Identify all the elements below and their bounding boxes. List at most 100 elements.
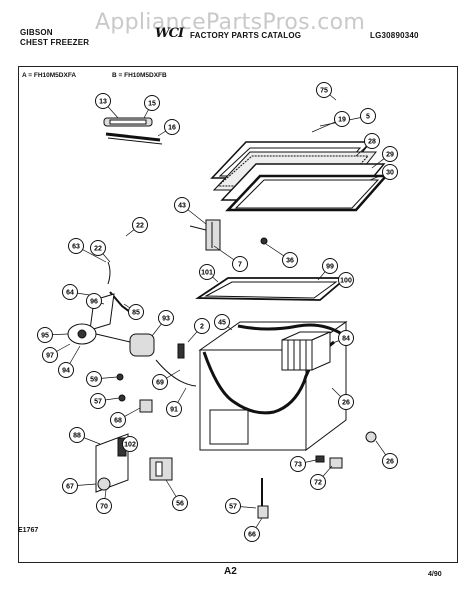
part-number-label: 97 — [46, 353, 54, 360]
callout-circle — [322, 258, 338, 274]
figure-code: E1767 — [18, 527, 39, 534]
part-number-label: 7 — [238, 262, 242, 269]
callout-circle — [282, 252, 298, 268]
part-number-label: 15 — [148, 101, 156, 108]
callout-circle — [86, 371, 102, 387]
part-number-label: 100 — [340, 278, 352, 285]
callout-circle — [58, 362, 74, 378]
part-number-label: 22 — [94, 246, 102, 253]
part-number-label: 75 — [320, 88, 328, 95]
part-number-label: 91 — [170, 407, 178, 414]
callout-circle — [62, 284, 78, 300]
callout-circle — [128, 304, 144, 320]
revision-date: 4/90 — [428, 571, 442, 578]
callout-circle — [166, 401, 182, 417]
part-number-label: 29 — [386, 152, 394, 159]
part-number-label: 96 — [90, 299, 98, 306]
callout-circle — [194, 318, 210, 334]
part-number-label: 68 — [114, 418, 122, 425]
callout-circle — [232, 256, 248, 272]
part-number-label: 102 — [124, 442, 136, 449]
callout-circle — [62, 478, 78, 494]
callout-circle — [199, 264, 215, 280]
callout-circle — [382, 146, 398, 162]
handle-parts — [103, 117, 163, 145]
callout-circle — [338, 330, 354, 346]
brand-name: GIBSON — [20, 28, 53, 37]
model-b-label: B = FH10M5DXFB — [112, 72, 167, 79]
part-number-label: 30 — [386, 170, 394, 177]
callout-circle — [42, 347, 58, 363]
callout-circle — [96, 498, 112, 514]
part-number-label: 13 — [99, 99, 107, 106]
part-number-label: 67 — [66, 484, 74, 491]
part-number-label: 101 — [201, 270, 213, 277]
document-number: LG30890340 — [370, 31, 419, 40]
callout-circle — [144, 95, 160, 111]
callout-circle — [310, 474, 326, 490]
part-number-label: 70 — [100, 504, 108, 511]
wire-basket — [281, 331, 331, 371]
part-number-label: 5 — [366, 114, 370, 121]
callout-circle — [214, 314, 230, 330]
part-number-label: 43 — [178, 203, 186, 210]
catalog-logo: WCI — [155, 26, 184, 41]
part-number-label: 22 — [136, 223, 144, 230]
control-components — [67, 261, 377, 443]
diagram-frame — [18, 66, 458, 563]
part-number-label: 19 — [338, 117, 346, 124]
part-number-label: 26 — [342, 400, 350, 407]
part-callouts: 75 5 19 28 29 30 13 15 16 43 22 7 36 101 99 100 63 22 64 96… — [37, 82, 398, 542]
callout-circle — [95, 93, 111, 109]
callout-circle — [338, 394, 354, 410]
part-number-label: 93 — [162, 316, 170, 323]
callout-circle — [122, 436, 138, 452]
part-number-label: 94 — [62, 368, 70, 375]
callout-circle — [69, 427, 85, 443]
part-number-label: 85 — [132, 310, 140, 317]
part-number-label: 16 — [168, 125, 176, 132]
callout-circle — [172, 495, 188, 511]
callout-circle — [37, 327, 53, 343]
callout-circle — [334, 111, 350, 127]
callout-circle — [360, 108, 376, 124]
part-number-label: 72 — [314, 480, 322, 487]
part-number-label: 59 — [90, 377, 98, 384]
part-number-label: 57 — [229, 504, 237, 511]
callout-circle — [290, 456, 306, 472]
part-number-label: 88 — [73, 433, 81, 440]
callout-circle — [90, 240, 106, 256]
part-number-label: 66 — [248, 532, 256, 539]
lid-assembly — [210, 141, 389, 212]
hinge — [189, 219, 268, 251]
part-number-label: 84 — [342, 336, 350, 343]
callout-circle — [382, 453, 398, 469]
callout-circle — [86, 293, 102, 309]
part-number-label: 36 — [286, 258, 294, 265]
callout-circle — [174, 197, 190, 213]
catalog-title: FACTORY PARTS CATALOG — [190, 31, 302, 40]
part-number-label: 69 — [156, 380, 164, 387]
part-number-label: 56 — [176, 501, 184, 508]
part-number-label: 28 — [368, 139, 376, 146]
bottom-components — [95, 433, 343, 519]
part-number-label: 63 — [72, 244, 80, 251]
callout-circle — [244, 526, 260, 542]
part-number-label: 99 — [326, 264, 334, 271]
page-number: A2 — [224, 566, 237, 577]
callout-circle — [158, 310, 174, 326]
callout-circle — [382, 164, 398, 180]
callout-circle — [316, 82, 332, 98]
part-number-label: 2 — [200, 324, 204, 331]
callout-circle — [90, 393, 106, 409]
callout-circle — [132, 217, 148, 233]
callout-circle — [364, 133, 380, 149]
product-type: CHEST FREEZER — [20, 38, 90, 47]
watermark-text: AppliancePartsPros.com — [95, 10, 366, 35]
part-number-label: 64 — [66, 290, 74, 297]
model-a-label: A = FH10M5DXFA — [22, 72, 77, 79]
callout-circle — [164, 119, 180, 135]
callout-circle — [338, 272, 354, 288]
